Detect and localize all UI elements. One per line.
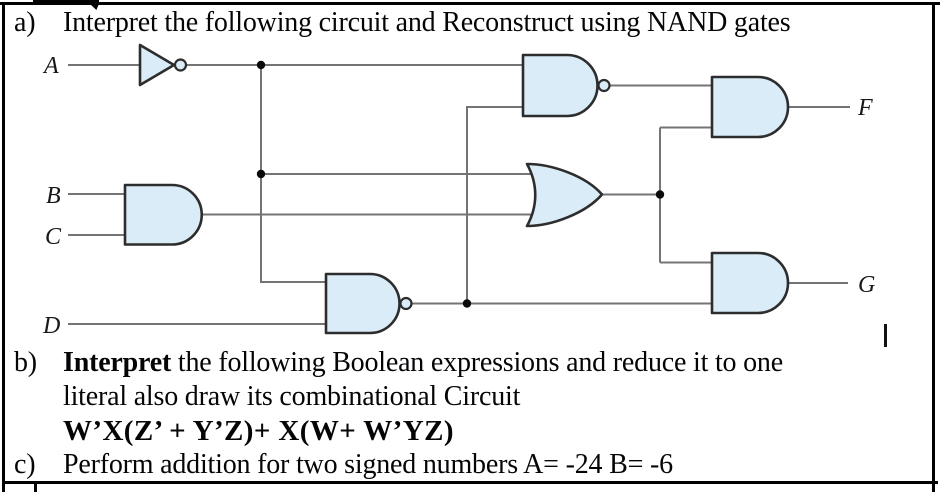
circuit-wires	[68, 64, 850, 325]
output-label-g: G	[858, 272, 875, 298]
question-c-label: c)	[14, 449, 36, 480]
question-a-label: a)	[14, 7, 36, 38]
not-gate-bubble	[173, 58, 188, 72]
junction-dot	[462, 299, 472, 308]
nand-gate-bottom	[324, 272, 413, 335]
table-border-left	[2, 2, 5, 492]
nand-gate-top-body	[521, 53, 599, 118]
question-b-line1: b) Interpret the following Boolean expre…	[14, 346, 783, 380]
text-cursor[interactable]	[884, 324, 887, 347]
junction-dot	[655, 190, 665, 199]
and-gate-g	[710, 251, 790, 315]
and-gate-f	[710, 75, 790, 139]
table-border-right	[932, 2, 935, 492]
and-gate-bc	[123, 183, 203, 246]
nand-gate-top-bubble	[597, 78, 611, 93]
input-label-c: C	[45, 224, 62, 250]
question-b-label: b)	[14, 347, 37, 378]
nand-gate-bottom-bubble	[399, 296, 413, 311]
nand-gate-top	[521, 53, 611, 118]
question-c-text: Perform addition for two signed numbers …	[63, 449, 673, 480]
question-a: a) Interpret the following circuit and R…	[14, 6, 791, 40]
wire-a-branch-down	[260, 65, 326, 283]
junction-dots	[256, 60, 665, 308]
input-label-b: B	[46, 183, 61, 209]
question-b-c-block: b) Interpret the following Boolean expre…	[14, 346, 783, 482]
question-b-line2: literal also draw its combinational Circ…	[63, 381, 521, 412]
not-gate	[138, 43, 188, 87]
junction-dot	[256, 60, 266, 70]
question-b-expression: W’X(Z’ + Y’Z)+ X(W+ W’YZ)	[63, 415, 454, 447]
question-b-text: the following Boolean expressions and re…	[171, 347, 783, 378]
question-b-bold-lead: Interpret	[63, 347, 172, 378]
table-row-divider	[2, 481, 938, 484]
junction-dot	[256, 169, 266, 179]
nand-gate-bottom-body	[324, 272, 401, 335]
wire-nand2-to-nand1	[466, 106, 523, 304]
output-label-f: F	[857, 95, 873, 121]
not-gate-triangle	[138, 43, 176, 87]
question-a-text: Interpret the following circuit and Reco…	[63, 7, 791, 38]
input-label-d: D	[42, 313, 60, 339]
next-row-cell-divider	[34, 484, 37, 492]
input-label-a: A	[42, 53, 59, 79]
or-gate	[525, 162, 604, 228]
question-c: c) Perform addition for two signed numbe…	[14, 448, 783, 482]
table-border-top	[0, 2, 940, 5]
